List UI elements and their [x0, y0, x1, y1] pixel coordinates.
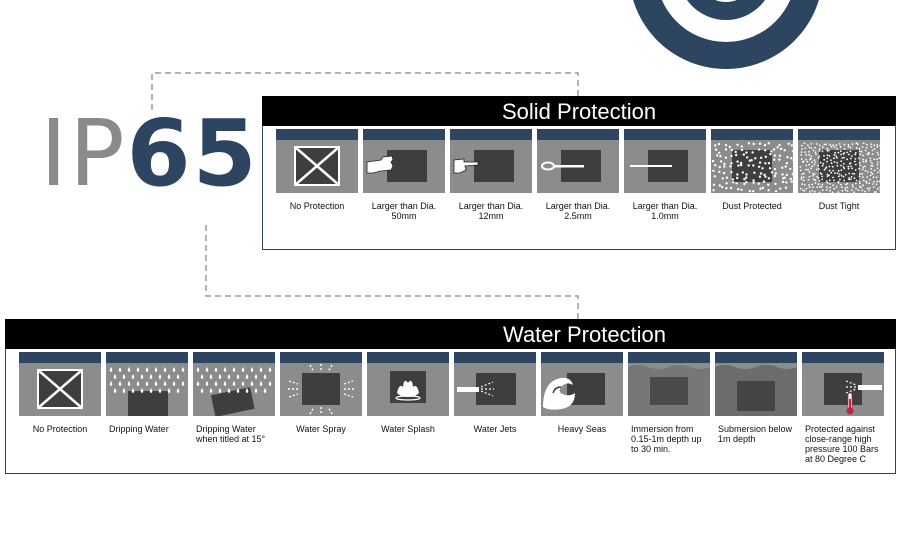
solid-label: No Protection: [289, 201, 345, 211]
solid-protection-panel: Solid Protection No Protection Larger th…: [262, 96, 896, 250]
immersion-icon: [628, 365, 710, 416]
dense-dust-icon: [799, 142, 880, 193]
water-card-dripping-tilted: Dripping Water when titled at 15°: [193, 352, 275, 444]
ring-logo-graphic: [633, 0, 819, 69]
water-label: Water Jets: [473, 424, 517, 434]
water-label: No Protection: [32, 424, 88, 434]
solid-card-dust-tight: Dust Tight: [798, 129, 880, 211]
drip-icon: [109, 367, 185, 416]
water-label: Heavy Seas: [557, 424, 607, 434]
solid-protection-heading: Solid Protection: [502, 99, 657, 124]
water-card-jets: Water Jets: [454, 352, 536, 434]
water-protection-heading: Water Protection: [503, 322, 667, 347]
spray-icon: [288, 364, 354, 415]
no-protection-icon: [294, 146, 340, 186]
submersion-icon: [715, 365, 797, 416]
water-card-immersion: Immersion from 0.15-1m depth up to 30 mi…: [628, 352, 710, 454]
hand-icon: [366, 150, 427, 182]
ip-rating-title: IP65: [40, 108, 259, 200]
water-card-spray: Water Spray: [280, 352, 362, 434]
water-card-heavy-seas: Heavy Seas: [541, 352, 623, 434]
water-card-dripping: Dripping Water: [106, 352, 188, 434]
water-label: Water Splash: [381, 424, 435, 434]
water-label: Protected against close-range high press…: [805, 424, 879, 464]
water-card-no-protection: No Protection: [19, 352, 101, 434]
water-protection-header: Water Protection: [5, 319, 896, 349]
drip-tilted-icon: [196, 367, 272, 416]
wave-icon: [543, 373, 605, 410]
water-card-splash: Water Splash: [367, 352, 449, 434]
water-card-submersion: Submersion below 1m depth: [715, 352, 797, 444]
solid-label: Dust Protected: [722, 201, 782, 211]
tool-icon: [541, 150, 601, 182]
water-label: Immersion from 0.15-1m depth up to 30 mi…: [631, 424, 702, 454]
solid-card-no-protection: No Protection: [276, 129, 358, 211]
solid-protection-header: Solid Protection: [262, 96, 896, 126]
water-label: Dripping Water: [109, 424, 169, 434]
jet-icon: [457, 373, 516, 405]
solid-label: Dust Tight: [818, 201, 860, 211]
solid-card-50mm: Larger than Dia. 50mm: [363, 129, 445, 221]
solid-card-dust-protected: Dust Protected: [711, 129, 793, 211]
ip-prefix: IP: [40, 100, 127, 207]
no-protection-icon: [37, 369, 83, 409]
solid-card-2-5mm: Larger than Dia. 2.5mm: [537, 129, 619, 221]
ip-rating-number: 65: [126, 100, 259, 207]
splash-icon: [390, 371, 426, 403]
water-card-high-pressure: Protected against close-range high press…: [802, 352, 884, 464]
dust-icon: [711, 142, 793, 193]
solid-label: Larger than Dia. 2.5mm: [545, 201, 611, 221]
high-pressure-icon: [824, 373, 882, 415]
water-label: Dripping Water when titled at 15°: [196, 424, 266, 444]
solid-label: Larger than Dia. 50mm: [371, 201, 437, 221]
wire-icon: [630, 150, 688, 182]
solid-label: Larger than Dia. 12mm: [458, 201, 524, 221]
water-label: Water Spray: [296, 424, 346, 434]
solid-card-1-0mm: Larger than Dia. 1.0mm: [624, 129, 706, 221]
solid-label: Larger than Dia. 1.0mm: [632, 201, 698, 221]
finger-icon: [453, 150, 514, 182]
water-protection-panel: Water Protection No Protection Dripping …: [5, 319, 896, 474]
water-label: Submersion below 1m depth: [718, 424, 793, 444]
solid-card-12mm: Larger than Dia. 12mm: [450, 129, 532, 221]
